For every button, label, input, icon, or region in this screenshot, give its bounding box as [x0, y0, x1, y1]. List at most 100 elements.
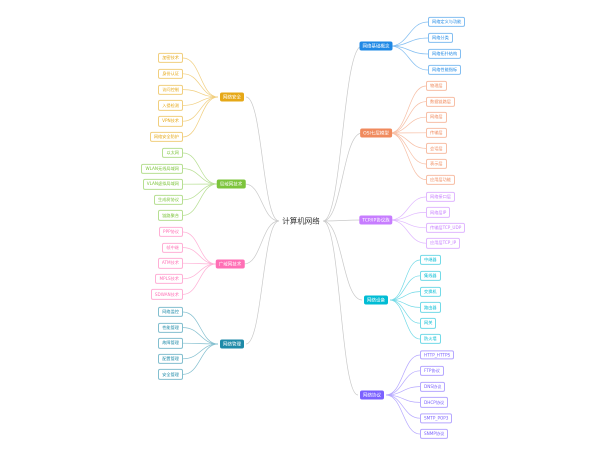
leaf-node[interactable]: PPP协议 — [159, 226, 183, 238]
leaf-link-devices — [389, 275, 421, 301]
root-link-devices — [322, 220, 363, 301]
leaf-node[interactable]: 应用层TCP_IP — [426, 238, 461, 249]
leaf-node[interactable]: SMTP_POP3 — [420, 413, 453, 423]
leaf-link-osi — [389, 132, 427, 165]
root-link-protocols — [322, 220, 359, 396]
leaf-link-osi — [389, 85, 427, 134]
leaf-link-tcpip — [389, 219, 427, 244]
leaf-node[interactable]: DNS协议 — [420, 381, 446, 392]
leaf-node[interactable]: 加密技术 — [158, 52, 183, 64]
leaf-link-basics — [389, 37, 429, 47]
leaf-node[interactable]: 集线器 — [420, 270, 441, 281]
leaf-node[interactable]: 网络安全防护 — [149, 131, 183, 143]
leaf-link-mgmt — [182, 311, 219, 345]
leaf-node[interactable]: 以太网 — [162, 147, 183, 159]
branch-node-wan[interactable]: 广域网技术 — [215, 259, 245, 269]
root-link-security — [245, 96, 280, 222]
branch-node-osi[interactable]: OSI七层模型 — [360, 128, 392, 138]
leaf-link-lan — [182, 168, 218, 185]
leaf-link-osi — [389, 101, 427, 134]
leaf-node[interactable]: 防火墙 — [420, 333, 441, 345]
leaf-node[interactable]: 链路聚合 — [158, 210, 183, 221]
leaf-node[interactable]: 安全管理 — [158, 369, 183, 380]
leaf-node[interactable]: 网络性能指标 — [428, 64, 462, 76]
leaf-node[interactable]: 网络分类 — [428, 32, 453, 44]
leaf-node[interactable]: 故障管理 — [158, 338, 183, 349]
branch-node-mgmt[interactable]: 网络管理 — [220, 339, 244, 349]
leaf-node[interactable]: 传输层TCP_UDP — [426, 222, 466, 233]
branch-node-tcpip[interactable]: TCP/IP协议族 — [359, 215, 393, 225]
root-node[interactable]: 计算机网络 — [282, 216, 320, 226]
leaf-node[interactable]: 网络层IP — [426, 207, 451, 218]
leaf-link-mgmt — [182, 343, 219, 375]
root-link-wan — [243, 220, 280, 265]
leaf-node[interactable]: 帧中继 — [162, 242, 183, 253]
leaf-link-security — [182, 89, 219, 98]
leaf-link-osi — [389, 132, 427, 180]
root-link-mgmt — [245, 220, 280, 345]
leaf-link-basics — [389, 21, 429, 47]
leaf-node[interactable]: ATM技术 — [157, 258, 183, 269]
leaf-node[interactable]: 网络拓扑结构 — [428, 48, 462, 60]
leaf-node[interactable]: HTTP_HTTPS — [420, 350, 455, 360]
leaf-node[interactable]: MPLS技术 — [155, 273, 183, 284]
leaf-link-lan — [182, 183, 218, 201]
root-link-osi — [322, 132, 363, 222]
leaf-link-security — [182, 57, 219, 98]
leaf-node[interactable]: SDWAN技术 — [150, 289, 183, 300]
leaf-node[interactable]: 网络接口层 — [426, 191, 455, 203]
leaf-node[interactable]: 性能管理 — [158, 322, 183, 333]
branch-node-lan[interactable]: 局域网技术 — [216, 179, 246, 189]
leaf-link-wan — [182, 263, 217, 280]
leaf-link-wan — [182, 263, 217, 295]
branch-node-devices[interactable]: 网络设备 — [364, 295, 388, 305]
leaf-link-wan — [182, 231, 217, 265]
leaf-link-security — [182, 96, 219, 138]
leaf-node[interactable]: 数据链路层 — [426, 96, 455, 107]
leaf-node[interactable]: 应用层功能 — [426, 174, 455, 185]
root-link-basics — [322, 45, 363, 222]
leaf-node[interactable]: 网关 — [420, 318, 437, 329]
leaf-link-mgmt — [182, 343, 219, 360]
leaf-node[interactable]: 交换机 — [420, 286, 441, 297]
leaf-node[interactable]: 表示层 — [426, 158, 447, 170]
leaf-node[interactable]: SNMP协议 — [420, 428, 449, 440]
leaf-node[interactable]: 物理层 — [426, 80, 447, 92]
branch-node-security[interactable]: 网络安全 — [220, 92, 244, 102]
leaf-node[interactable]: 会话层 — [426, 143, 447, 154]
leaf-node[interactable]: 网络监控 — [158, 306, 183, 318]
leaf-node[interactable]: VLAN虚拟局域网 — [142, 179, 183, 190]
leaf-link-protocols — [385, 370, 421, 396]
leaf-node[interactable]: 配置管理 — [158, 353, 183, 364]
leaf-link-protocols — [385, 394, 421, 435]
leaf-node[interactable]: 传输层 — [426, 127, 447, 138]
leaf-node[interactable]: FTP协议 — [420, 365, 444, 376]
leaf-link-lan — [182, 183, 218, 216]
leaf-node[interactable]: 网络层 — [426, 112, 447, 123]
leaf-link-devices — [389, 291, 421, 301]
leaf-node[interactable]: 网络定义与功能 — [428, 16, 466, 28]
leaf-node[interactable]: 生成树协议 — [154, 194, 183, 205]
branch-node-basics[interactable]: 网络基础概念 — [359, 41, 393, 51]
leaf-link-mgmt — [182, 327, 219, 345]
leaf-node[interactable]: 身份认证 — [158, 68, 183, 79]
leaf-link-protocols — [385, 354, 421, 396]
leaf-node[interactable]: 访问控制 — [158, 84, 183, 95]
leaf-node[interactable]: DHCP协议 — [420, 397, 449, 408]
leaf-link-tcpip — [389, 212, 427, 221]
leaf-link-tcpip — [389, 196, 427, 221]
leaf-node[interactable]: WLAN无线局域网 — [141, 163, 183, 174]
leaf-node[interactable]: 中继器 — [420, 254, 441, 266]
leaf-link-devices — [389, 259, 421, 301]
leaf-link-osi — [389, 132, 427, 149]
leaf-node[interactable]: 入侵检测 — [158, 100, 183, 111]
leaf-link-lan — [182, 152, 218, 185]
leaf-node[interactable]: VPN技术 — [158, 116, 183, 127]
leaf-link-devices — [389, 299, 421, 340]
root-link-tcpip — [322, 219, 363, 222]
leaf-node[interactable]: 路由器 — [420, 302, 441, 313]
branch-node-protocols[interactable]: 网络协议 — [360, 390, 384, 400]
leaf-link-security — [182, 73, 219, 98]
